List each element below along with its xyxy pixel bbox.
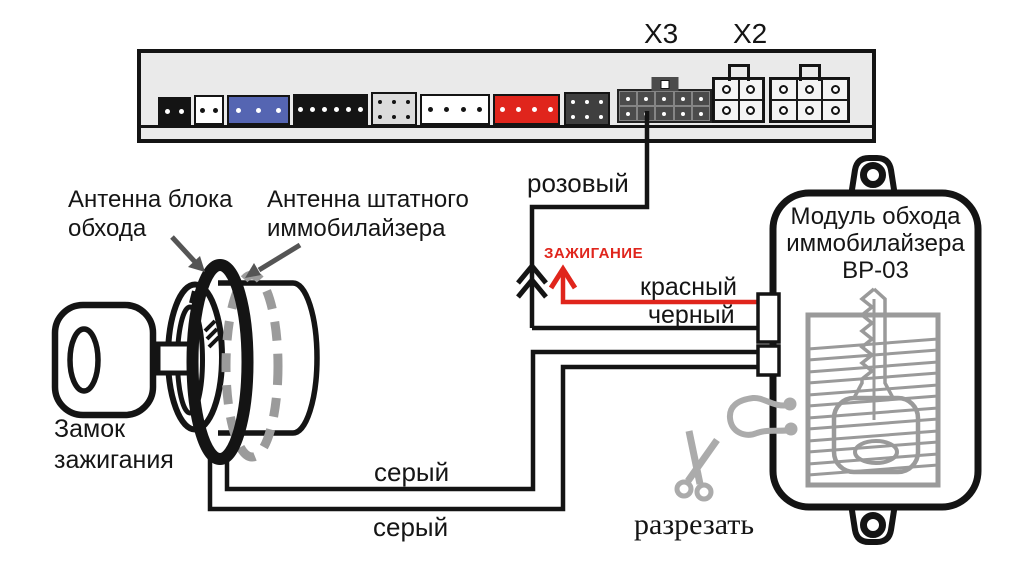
- cut-label: разрезать: [634, 508, 755, 541]
- x2-connector-tab: [798, 64, 821, 81]
- module-bottom-tab: [848, 503, 898, 545]
- red-arrow-head: [548, 264, 578, 290]
- bypass-antenna-ring: [186, 259, 254, 465]
- red-wire-label: красный: [640, 273, 737, 301]
- key-neck: [151, 342, 160, 376]
- lock-hatch-marks: [189, 288, 221, 349]
- module-top-tab: [848, 155, 898, 197]
- key-shoulder: [155, 341, 195, 376]
- connector-x3: [617, 77, 712, 123]
- bypass-antenna-label: Антенна блока обхода: [68, 186, 233, 242]
- module-key-blade: [852, 287, 895, 399]
- pink-wire-label: розовый: [527, 168, 629, 198]
- module-title: Модуль обхода иммобилайзера BP-03: [786, 203, 965, 284]
- pink-wire: [529, 111, 650, 328]
- x3-connector-tab: [651, 77, 678, 91]
- key-head: [51, 301, 157, 419]
- alarm-unit-shelf-line: [141, 125, 872, 128]
- connector-white-2pin: [194, 95, 224, 125]
- key-head-hole: [67, 326, 101, 394]
- connector-x2-a: [712, 64, 765, 123]
- gray-wire-label-top: серый: [374, 457, 450, 487]
- ignition-lock-label: Замок зажигания: [54, 415, 174, 474]
- stock-antenna-pointer-arrow: [245, 242, 302, 278]
- module-key-head-hole: [853, 439, 899, 465]
- scissors-icon: [674, 430, 720, 502]
- ignition-label: ЗАЖИГАНИЕ: [544, 245, 644, 262]
- lock-face: [165, 281, 225, 433]
- stock-antenna-label: Антенна штатного иммобилайзера: [267, 186, 469, 242]
- connector-darkgray-6pin: [564, 92, 610, 126]
- gray-antenna-wire-outer: [207, 364, 757, 512]
- connector-gray-6pin: [371, 92, 417, 126]
- stock-immobilizer-antenna-ring: [221, 270, 283, 462]
- cut-loop-wire: [726, 394, 798, 438]
- module-key-head: [831, 395, 921, 475]
- module-bottom-tab-hole: [860, 512, 886, 538]
- gray-antenna-wire-inner: [224, 349, 757, 492]
- connector-blue-3pin: [227, 95, 290, 125]
- connector-black-6pin: [293, 94, 368, 125]
- gray-wire-label-bottom: серый: [373, 512, 449, 542]
- connector-white-4pin: [420, 94, 490, 125]
- coil-windings: [807, 337, 939, 477]
- module-key-coil-graphic: [805, 287, 941, 488]
- black-wire-label: черный: [648, 301, 735, 329]
- x2-connector-tab: [727, 64, 750, 81]
- connector-red-4pin: [493, 94, 560, 125]
- lock-face-inner: [175, 304, 205, 416]
- ignition-tap-chevrons: [516, 262, 548, 299]
- module-top-tab-hole: [860, 162, 886, 188]
- lock-cylinder-body: [218, 280, 320, 436]
- module-terminal-block-antenna: [756, 344, 781, 377]
- connector-black-2pin: [158, 97, 191, 125]
- module-terminal-block-power: [756, 292, 781, 344]
- connector-x2-b: [769, 64, 850, 123]
- x2-connector-label: X2: [733, 18, 768, 49]
- x3-connector-label: X3: [644, 18, 679, 49]
